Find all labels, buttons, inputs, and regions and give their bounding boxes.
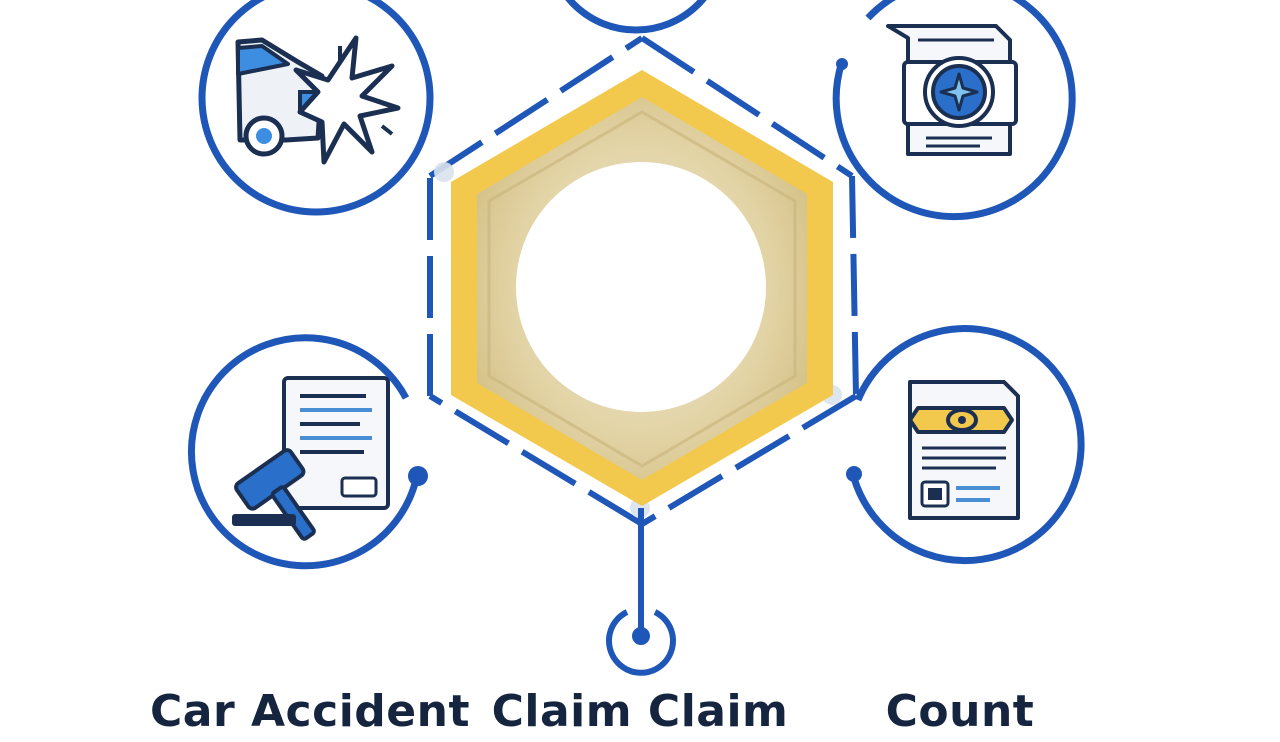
node-legal-document xyxy=(188,334,428,570)
legal-document-gavel-icon xyxy=(232,376,390,541)
node-car-crash xyxy=(198,0,434,216)
insurance-claim-diagram xyxy=(188,0,1085,676)
node-policy-document xyxy=(846,325,1085,565)
hexagon-icon xyxy=(451,70,833,506)
caption-count: Count xyxy=(885,686,1035,737)
circle-icon xyxy=(606,508,676,676)
caption-claim: Claim Claim xyxy=(491,686,789,737)
policy-document-icon xyxy=(908,380,1020,520)
dashed-connector xyxy=(427,35,859,527)
car-crash-icon xyxy=(235,35,401,165)
node-insurance-document xyxy=(832,0,1076,221)
insurance-document-icon xyxy=(886,24,1018,156)
caption-car-accident: Car Accident xyxy=(150,686,470,737)
top-node xyxy=(565,0,707,34)
